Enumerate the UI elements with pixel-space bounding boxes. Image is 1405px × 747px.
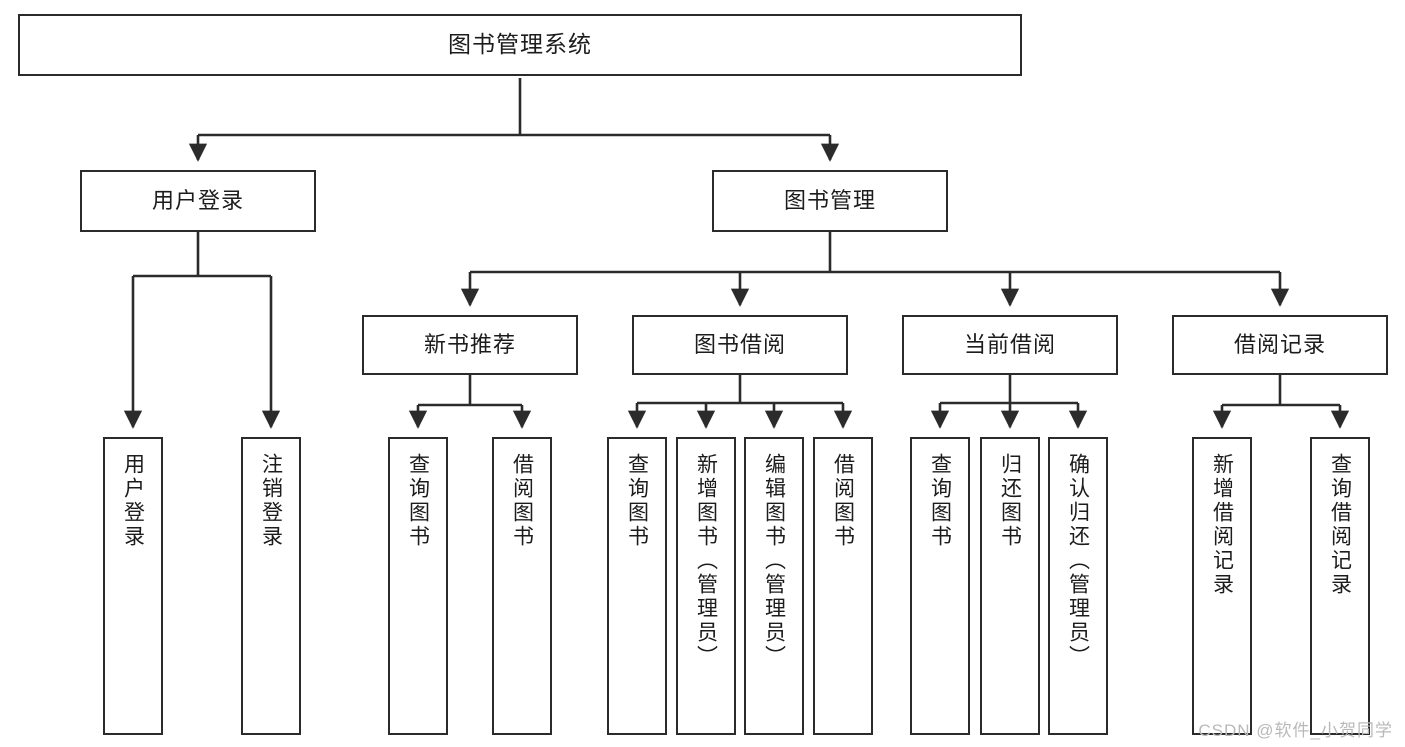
node-label: 查询图书 xyxy=(928,453,952,549)
node-label: 编辑图书（管理员） xyxy=(762,453,786,669)
node-leaf-return-book[interactable]: 归还图书 xyxy=(980,437,1040,735)
node-label: 借阅图书 xyxy=(831,453,855,549)
node-root-book-management-system[interactable]: 图书管理系统 xyxy=(18,14,1022,76)
node-label: 当前借阅 xyxy=(963,332,1056,358)
node-book-borrow[interactable]: 图书借阅 xyxy=(632,315,848,375)
node-leaf-query-borrow-record[interactable]: 查询借阅记录 xyxy=(1310,437,1370,735)
node-borrow-record[interactable]: 借阅记录 xyxy=(1172,315,1388,375)
node-label: 新书推荐 xyxy=(423,332,516,358)
node-user-login[interactable]: 用户登录 xyxy=(80,170,316,232)
node-current-borrow[interactable]: 当前借阅 xyxy=(902,315,1118,375)
node-label: 新增图书（管理员） xyxy=(694,453,718,669)
node-label: 查询图书 xyxy=(625,453,649,549)
node-label: 借阅记录 xyxy=(1233,332,1326,358)
node-label: 图书管理 xyxy=(783,188,876,214)
node-label: 归还图书 xyxy=(998,453,1022,549)
node-label: 用户登录 xyxy=(151,188,244,214)
node-leaf-user-login[interactable]: 用户登录 xyxy=(103,437,163,735)
node-leaf-query-book-borrow[interactable]: 查询图书 xyxy=(607,437,667,735)
node-leaf-add-book-admin[interactable]: 新增图书（管理员） xyxy=(676,437,736,735)
node-leaf-query-book-current[interactable]: 查询图书 xyxy=(910,437,970,735)
node-label: 图书管理系统 xyxy=(448,31,592,58)
node-leaf-edit-book-admin[interactable]: 编辑图书（管理员） xyxy=(744,437,804,735)
node-leaf-query-book-recommend[interactable]: 查询图书 xyxy=(388,437,448,735)
node-leaf-borrow-book[interactable]: 借阅图书 xyxy=(813,437,873,735)
node-label: 注销登录 xyxy=(259,453,283,549)
node-leaf-borrow-book-recommend[interactable]: 借阅图书 xyxy=(492,437,552,735)
node-label: 新增借阅记录 xyxy=(1210,453,1234,597)
node-label: 查询图书 xyxy=(406,453,430,549)
node-label: 借阅图书 xyxy=(510,453,534,549)
node-label: 用户登录 xyxy=(121,453,145,549)
node-leaf-logout[interactable]: 注销登录 xyxy=(241,437,301,735)
node-label: 查询借阅记录 xyxy=(1328,453,1352,597)
node-label: 图书借阅 xyxy=(693,332,786,358)
node-leaf-confirm-return-admin[interactable]: 确认归还（管理员） xyxy=(1048,437,1108,735)
node-new-book-recommend[interactable]: 新书推荐 xyxy=(362,315,578,375)
node-book-management[interactable]: 图书管理 xyxy=(712,170,948,232)
watermark-text: CSDN @软件_小贺同学 xyxy=(1198,721,1393,740)
node-leaf-add-borrow-record[interactable]: 新增借阅记录 xyxy=(1192,437,1252,735)
node-label: 确认归还（管理员） xyxy=(1066,453,1090,669)
